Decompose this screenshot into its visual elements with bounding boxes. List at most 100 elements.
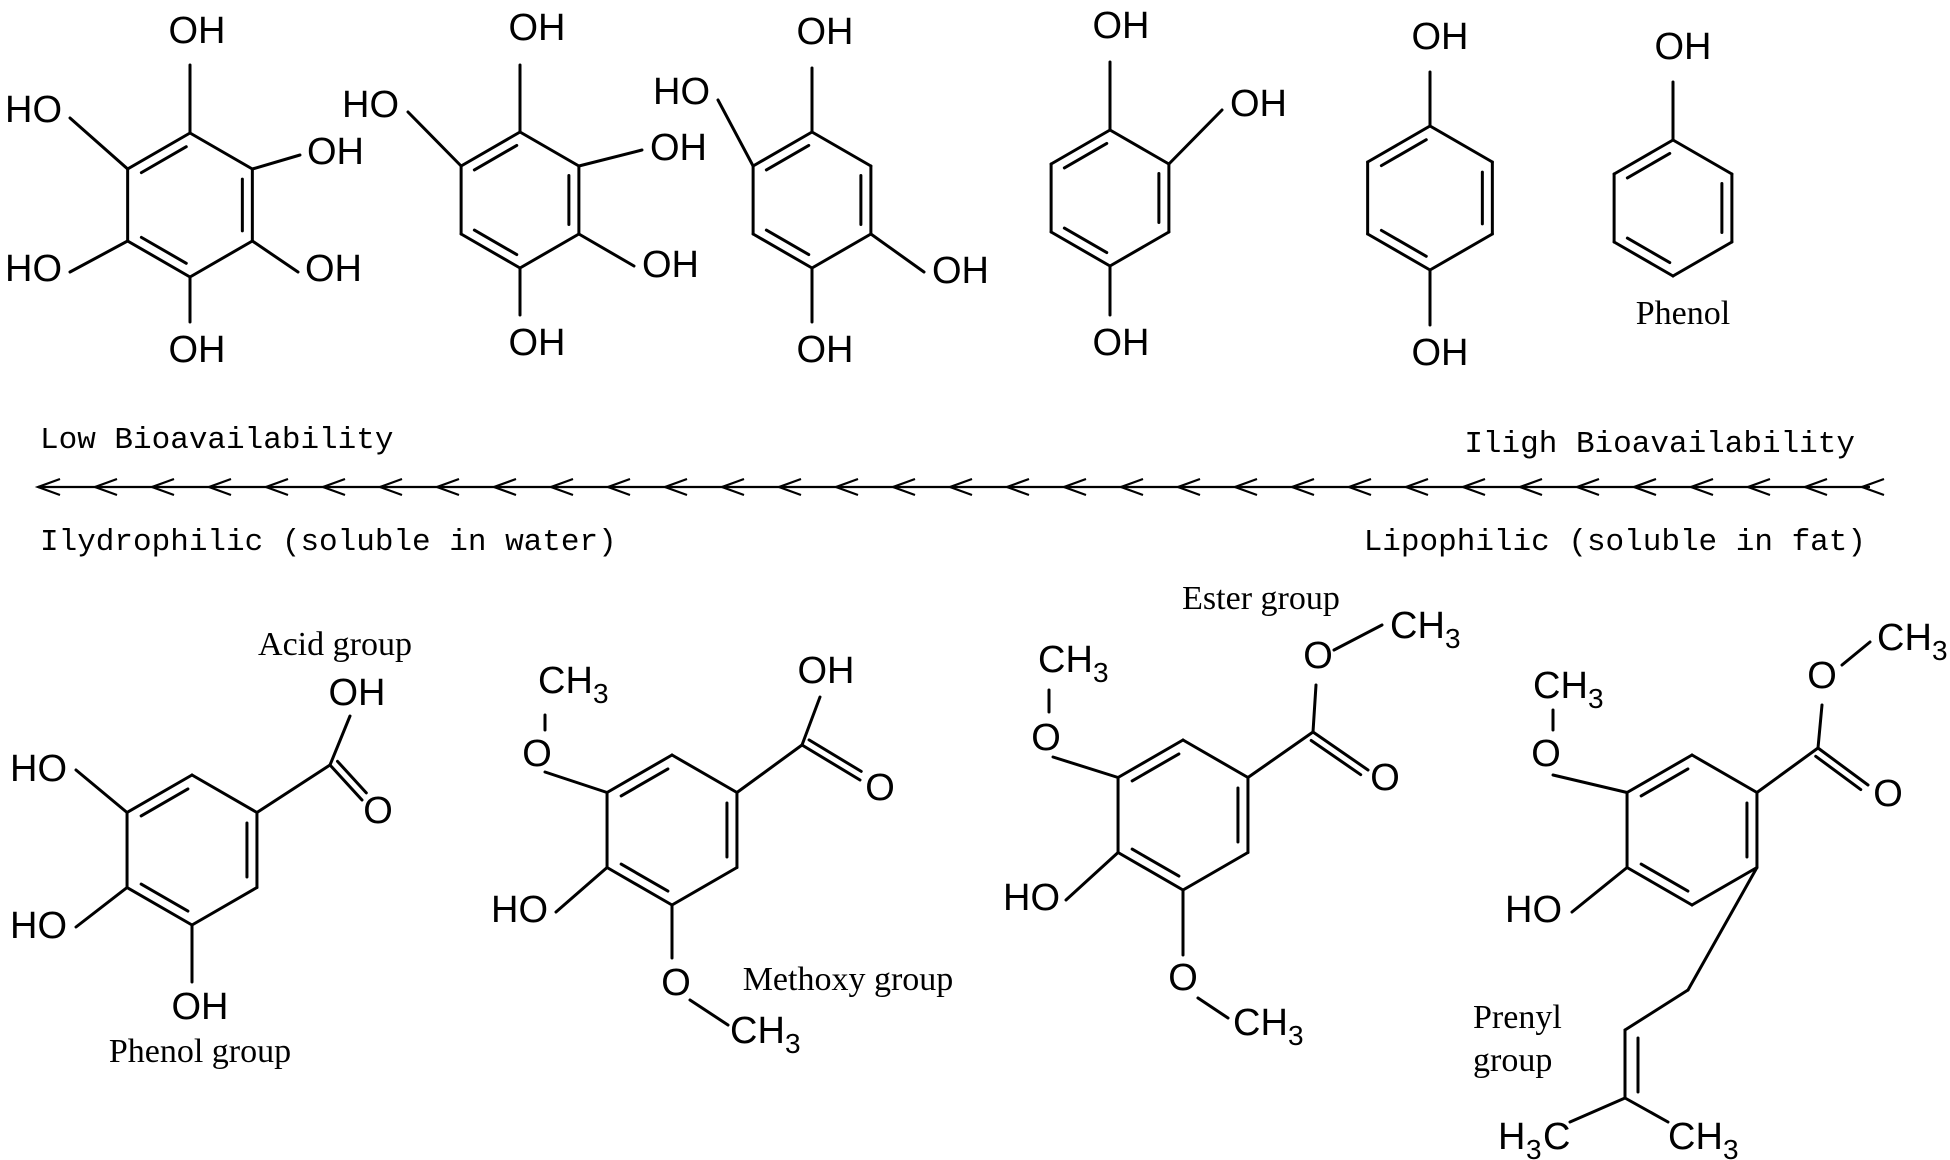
svg-text:O: O bbox=[1168, 957, 1198, 999]
bond bbox=[1309, 738, 1363, 777]
bond bbox=[764, 228, 811, 257]
svg-text:3: 3 bbox=[1723, 1134, 1739, 1160]
bond bbox=[459, 130, 522, 168]
svg-text:CH: CH bbox=[1877, 617, 1932, 659]
bond bbox=[1332, 623, 1384, 652]
svg-text:CH: CH bbox=[1668, 1116, 1723, 1158]
bond bbox=[810, 130, 873, 168]
bond bbox=[518, 232, 581, 270]
bond bbox=[751, 130, 814, 168]
benzenetriol: OH OH OH bbox=[1093, 5, 1288, 364]
bond bbox=[1690, 866, 1759, 907]
bond bbox=[1625, 866, 1694, 907]
arrow-chevron bbox=[1345, 477, 1372, 497]
bond bbox=[543, 770, 609, 794]
svg-text:3: 3 bbox=[1588, 683, 1604, 714]
svg-text:O: O bbox=[1807, 655, 1837, 697]
bond bbox=[735, 743, 804, 794]
svg-text:HO: HO bbox=[5, 89, 62, 131]
bond bbox=[68, 239, 130, 274]
bond bbox=[1686, 866, 1759, 992]
bond bbox=[1366, 232, 1432, 272]
bond bbox=[125, 773, 194, 814]
bond bbox=[1671, 240, 1734, 278]
arrow-chevron bbox=[1801, 477, 1828, 497]
svg-text:CH: CH bbox=[538, 660, 593, 702]
svg-text:C: C bbox=[1543, 1116, 1570, 1158]
bond bbox=[1671, 138, 1734, 176]
arrow-chevron bbox=[1174, 477, 1201, 497]
arrow-chevron bbox=[1402, 477, 1429, 497]
svg-text:3: 3 bbox=[1093, 657, 1109, 688]
arrow-chevron bbox=[775, 477, 802, 497]
bond bbox=[68, 116, 130, 171]
arrow-chevron bbox=[1744, 477, 1771, 497]
arrow-chevron bbox=[1687, 477, 1714, 497]
bond bbox=[190, 886, 259, 927]
svg-text:O: O bbox=[522, 733, 552, 775]
bond bbox=[1049, 128, 1112, 166]
svg-text:HO: HO bbox=[653, 71, 710, 113]
prenyl-group-label-line1: Prenyl bbox=[1473, 999, 1562, 1036]
svg-text:3: 3 bbox=[1445, 623, 1461, 654]
arrow-chevron bbox=[1117, 477, 1144, 497]
arrow-chevron bbox=[661, 477, 688, 497]
arrow-chevron bbox=[205, 477, 232, 497]
svg-text:OH: OH bbox=[1093, 322, 1150, 364]
bond bbox=[605, 866, 674, 907]
hydroquinone: OH OH bbox=[1412, 16, 1469, 374]
molecule-bonds bbox=[68, 60, 1872, 1124]
bond bbox=[1167, 108, 1224, 166]
svg-text:OH: OH bbox=[509, 322, 566, 364]
arrow-chevron bbox=[262, 477, 289, 497]
phenol: OH bbox=[1655, 26, 1712, 68]
arrow-chevron bbox=[1231, 477, 1258, 497]
hydrophilic-label: Ilydrophilic (soluble in water) bbox=[40, 525, 617, 560]
bond bbox=[139, 145, 188, 175]
benzenepentol: OH HO OH OH OH bbox=[342, 7, 707, 364]
svg-text:O: O bbox=[1303, 635, 1333, 677]
bond bbox=[250, 239, 300, 274]
bond bbox=[1755, 746, 1820, 794]
bond bbox=[1379, 228, 1428, 258]
svg-text:OH: OH bbox=[797, 11, 854, 53]
bond bbox=[1551, 773, 1629, 794]
svg-text:O: O bbox=[865, 767, 895, 809]
svg-text:OH: OH bbox=[509, 7, 566, 49]
bond bbox=[716, 98, 755, 168]
arrow-chevron bbox=[376, 477, 403, 497]
bond bbox=[1816, 703, 1824, 750]
bond bbox=[1181, 851, 1250, 892]
ester-group-label: Ester group bbox=[1182, 580, 1340, 617]
bond bbox=[1612, 138, 1675, 176]
bond bbox=[1623, 988, 1690, 1032]
bond bbox=[554, 866, 609, 914]
bond bbox=[764, 143, 811, 172]
svg-text:CH: CH bbox=[1390, 605, 1445, 647]
phenol-label: Phenol bbox=[1636, 295, 1730, 332]
bond bbox=[472, 143, 519, 172]
bond bbox=[1311, 683, 1318, 734]
bond bbox=[1612, 240, 1675, 278]
bond bbox=[577, 232, 636, 268]
arrow-chevron bbox=[1459, 477, 1486, 497]
bond bbox=[1064, 851, 1120, 902]
svg-text:OH: OH bbox=[307, 131, 364, 173]
svg-text:O: O bbox=[1873, 773, 1903, 815]
svg-text:HO: HO bbox=[1505, 889, 1562, 931]
bond bbox=[472, 228, 519, 257]
acid-group-label: Acid group bbox=[258, 626, 412, 663]
svg-text:3: 3 bbox=[1288, 1020, 1304, 1051]
bond bbox=[328, 714, 352, 767]
arrow-chevron bbox=[889, 477, 916, 497]
bond bbox=[74, 768, 129, 814]
arrow-chevron bbox=[1858, 477, 1885, 497]
svg-text:CH: CH bbox=[1233, 1002, 1288, 1044]
high-bioavailability-label: Iligh Bioavailability bbox=[1464, 427, 1855, 462]
gallic-acid: OH O HO HO OH bbox=[10, 672, 393, 1028]
bond bbox=[1062, 226, 1109, 255]
svg-text:HO: HO bbox=[10, 748, 67, 790]
svg-text:OH: OH bbox=[172, 986, 229, 1028]
bioavailability-arrow bbox=[34, 477, 1885, 497]
bond bbox=[1366, 124, 1432, 164]
